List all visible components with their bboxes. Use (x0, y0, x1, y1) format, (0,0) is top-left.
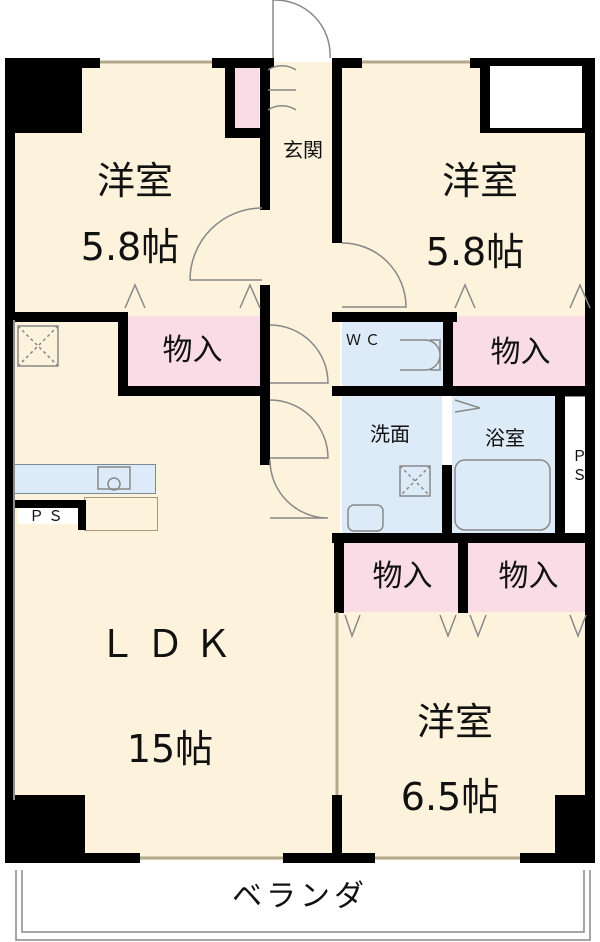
wall-south-a (5, 853, 140, 863)
toilet-floor (342, 322, 444, 386)
bathroom-floor (452, 396, 556, 536)
column-nw (5, 58, 82, 133)
bathroom-label: 浴室 (485, 426, 525, 450)
wall-wash-bath (442, 465, 452, 540)
wall-closet-entrance-side (225, 58, 235, 138)
bedroom-ne-size: 5.8帖 (425, 230, 525, 274)
pipe-space-east-label: ＰＳ (570, 448, 588, 486)
wall-north-c (332, 58, 362, 68)
bedroom-se-name: 洋室 (416, 700, 493, 744)
wall-nw-closet-top (10, 312, 125, 322)
wall-west-corridor (260, 62, 270, 210)
wall-bath-top (332, 386, 594, 396)
bedroom-ne-name: 洋室 (441, 159, 518, 203)
wall-east-corridor (332, 58, 342, 243)
bedroom-se-floor (340, 612, 590, 860)
column-se (555, 795, 595, 863)
entrance-label: 玄関 (283, 138, 323, 162)
toilet-label: ＷＣ (346, 331, 385, 349)
closet-entrance (235, 66, 259, 128)
kitchen-counter (14, 464, 156, 494)
column-sw (5, 795, 85, 863)
wall-wc-top (332, 312, 457, 322)
wall-west-corridor-lower (260, 285, 270, 465)
balcony-label: ベランダ (232, 879, 368, 914)
wall-ps-west (14, 500, 84, 508)
closet-ne (452, 316, 588, 388)
closet-s1-label: 物入 (372, 559, 433, 594)
column-ne-void (490, 66, 582, 128)
bedroom-nw-name: 洋室 (96, 159, 173, 203)
wall-closet-s-west (334, 533, 344, 613)
pipe-space-west (18, 508, 78, 524)
ldk-name: ＬＤＫ (97, 622, 242, 666)
ldk-floor (10, 320, 340, 860)
wall-ps-east (78, 500, 86, 530)
wall-outer-west (5, 58, 15, 863)
ldk-size: 15帖 (126, 727, 214, 771)
washroom-label: 洗面 (370, 422, 410, 446)
closet-s1 (343, 542, 460, 612)
wall-closet-entrance-bottom (225, 128, 265, 138)
wall-south-b (283, 853, 375, 863)
wall-nw-closet-bottom (118, 386, 268, 396)
closet-s2 (468, 542, 588, 612)
closet-ne-label: 物入 (490, 335, 551, 370)
bedroom-se-size: 6.5帖 (400, 775, 500, 819)
wall-south-c (520, 853, 595, 863)
wall-nw-closet-side (118, 312, 128, 390)
wall-bath-ps (555, 386, 565, 541)
wall-north-a (5, 58, 100, 68)
wall-outer-east (585, 58, 595, 863)
wall-ldk-bedroom (332, 795, 342, 860)
wall-closet-divider (458, 533, 468, 613)
bedroom-nw-size: 5.8帖 (80, 225, 180, 269)
closet-s2-label: 物入 (498, 559, 559, 594)
wall-north-b (212, 58, 274, 68)
wall-wc-east (443, 312, 453, 396)
closet-nw-label: 物入 (162, 333, 223, 368)
pipe-space-west-label: ＰＳ (28, 507, 67, 525)
closet-nw (125, 316, 262, 388)
